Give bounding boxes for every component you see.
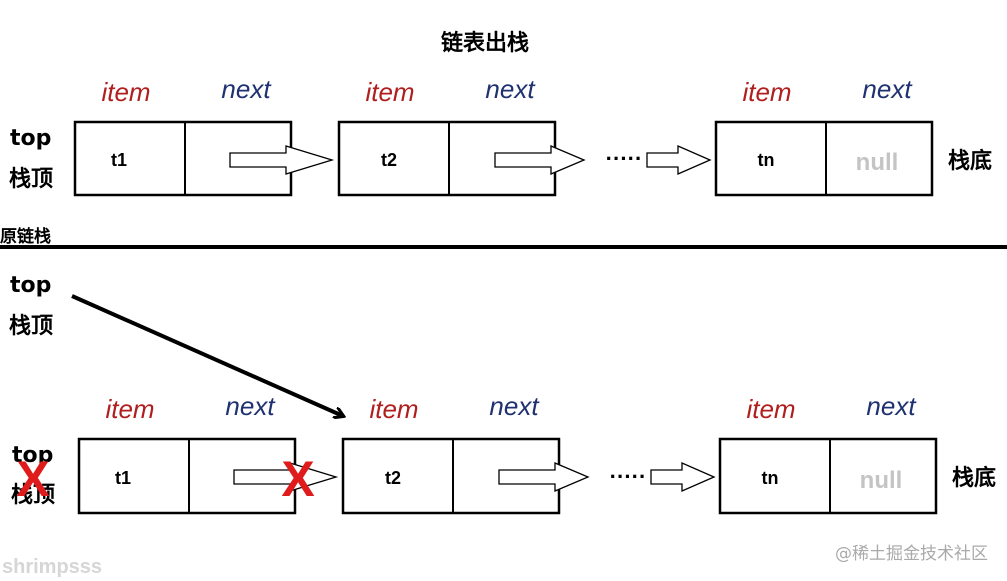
site-watermark: @稀土掘金技术社区 <box>835 544 988 564</box>
stack-bottom-label: 栈底 <box>948 148 992 174</box>
item-label: item <box>101 77 150 107</box>
node-t2: t2 <box>337 120 557 197</box>
next-pointer-arrow <box>650 462 716 492</box>
item-label: item <box>369 394 418 424</box>
next-label: next <box>866 391 917 421</box>
item-label: item <box>365 77 414 107</box>
author-watermark: shrimpsss <box>2 556 102 578</box>
stack-top-cn-label: 栈顶 <box>9 167 53 192</box>
diagram-title: 链表出栈 <box>441 30 529 56</box>
popped-stack-section: top 栈顶 item next item next item next top… <box>9 273 996 515</box>
item-label: item <box>742 77 791 107</box>
next-pointer-arrow <box>498 462 590 492</box>
node-value: t2 <box>381 150 397 170</box>
original-stack-section: item next item next item next top 栈顶 栈底 … <box>9 74 992 197</box>
stack-bottom-label: 栈底 <box>952 465 996 491</box>
stack-top-cn-label: 栈顶 <box>9 314 53 339</box>
old-top-pointer-label: top <box>12 443 53 468</box>
broken-link-x-mark: X <box>281 451 314 507</box>
original-stack-caption: 原链栈 <box>0 226 51 247</box>
next-label: next <box>221 74 272 104</box>
next-label: next <box>485 74 536 104</box>
ellipsis: ····· <box>606 146 643 171</box>
item-label: item <box>746 394 795 424</box>
node-value: t2 <box>385 468 401 488</box>
next-label: next <box>225 391 276 421</box>
removed-top-x-mark: X <box>16 451 49 507</box>
null-value: null <box>856 149 899 176</box>
item-label: item <box>105 394 154 424</box>
node-tn: tn null <box>714 120 934 197</box>
next-pointer-arrow <box>229 145 335 175</box>
node-value: t1 <box>115 468 131 488</box>
next-label: next <box>489 391 540 421</box>
old-stack-top-cn-label: 栈顶 <box>11 483 55 508</box>
null-value: null <box>860 467 903 494</box>
next-pointer-arrow <box>646 145 712 175</box>
next-label: next <box>862 74 913 104</box>
top-pointer-label: top <box>10 126 51 151</box>
next-pointer-arrow <box>494 145 586 175</box>
ellipsis: ····· <box>610 464 647 489</box>
top-pointer-label: top <box>10 273 51 298</box>
next-pointer-arrow <box>233 462 339 492</box>
top-pointer-arrow <box>71 294 343 416</box>
node-value: tn <box>762 468 779 488</box>
node-tn: tn null <box>718 437 938 515</box>
node-value: tn <box>758 150 775 170</box>
node-value: t1 <box>111 150 127 170</box>
